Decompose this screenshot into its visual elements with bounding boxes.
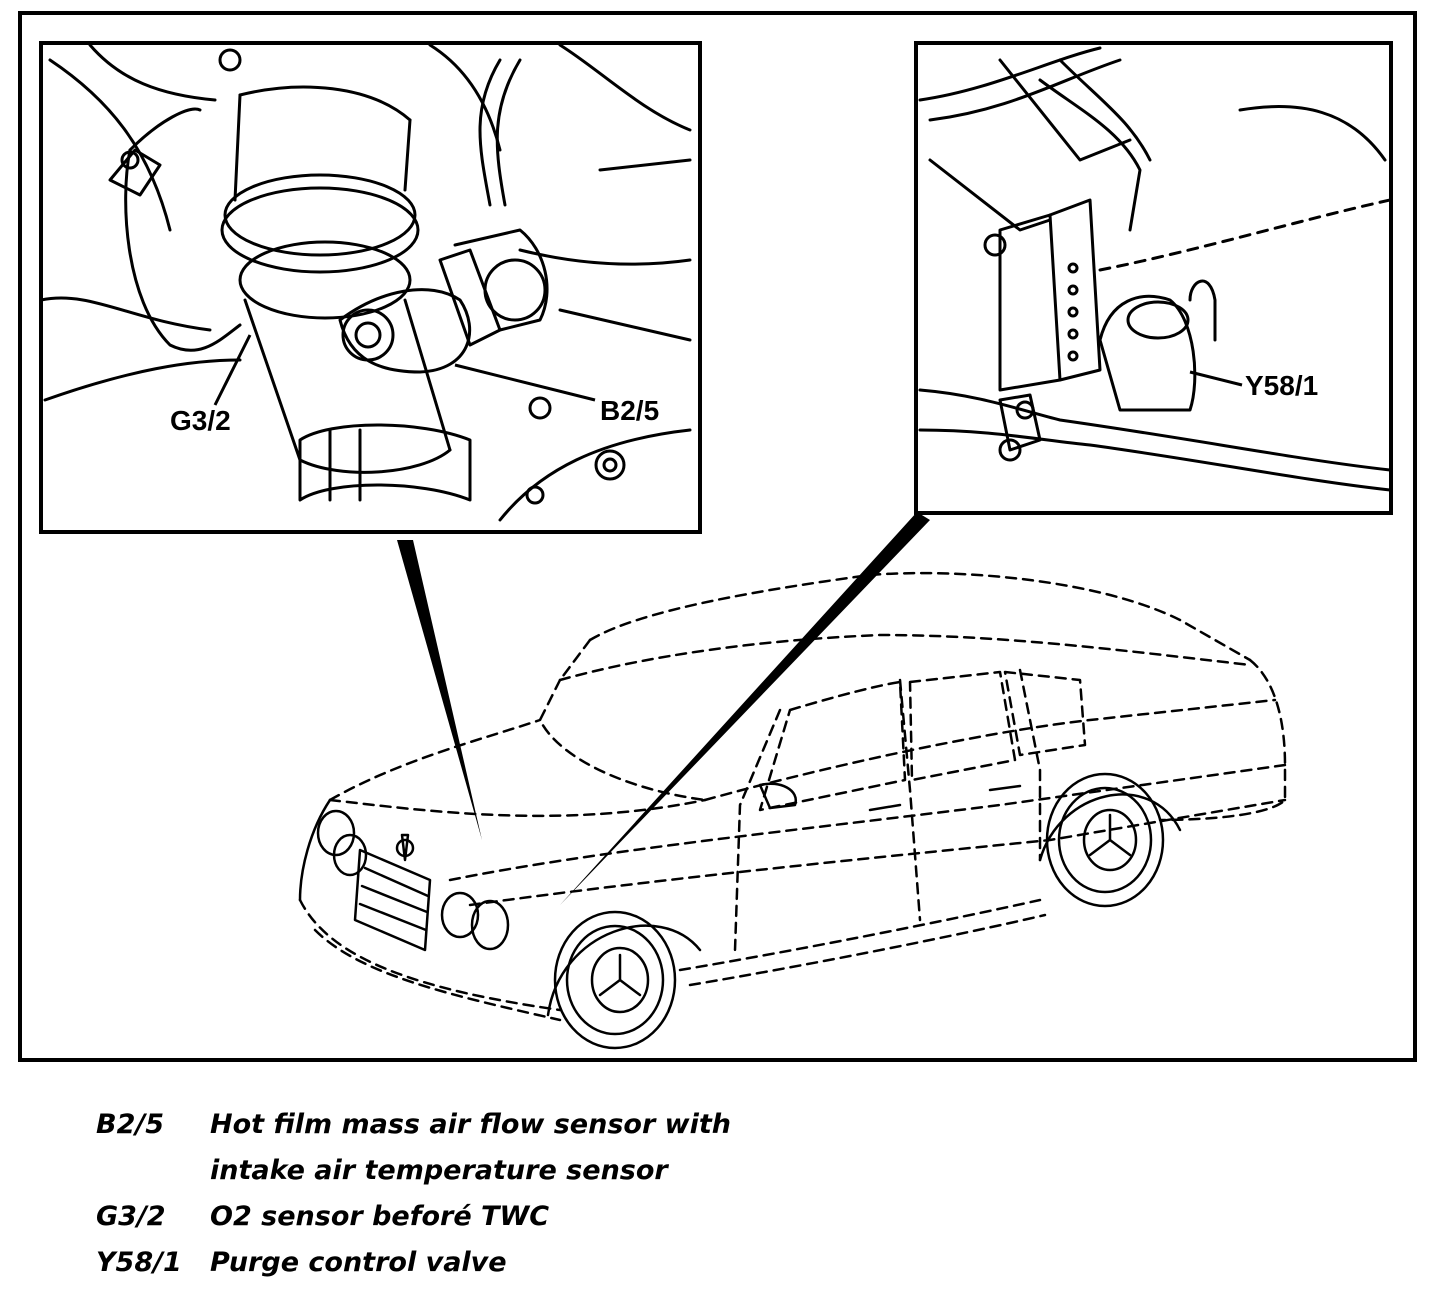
legend-row-b2-5: B2/5 Hot film mass air flow sensor with	[96, 1102, 1096, 1148]
component-location-diagram: G3/2 B2/5	[18, 11, 1417, 1062]
callout-g3-2: G3/2	[170, 405, 231, 436]
pointer-left	[397, 540, 482, 840]
legend-code-blank	[96, 1148, 210, 1194]
outer-frame	[18, 11, 1417, 1062]
legend: B2/5 Hot film mass air flow sensor with …	[96, 1102, 1096, 1286]
callout-b2-5: B2/5	[600, 395, 659, 426]
legend-row-b2-5-cont: intake air temperature sensor	[96, 1148, 1096, 1194]
pointer-right	[560, 512, 930, 905]
legend-code: B2/5	[96, 1109, 165, 1140]
legend-description: O2 sensor beforé TWC	[210, 1201, 550, 1232]
engine-bay-inset-right: Y58/1	[914, 41, 1393, 515]
legend-row-g3-2: G3/2 O2 sensor beforé TWC	[96, 1194, 1096, 1240]
legend-description: Hot film mass air flow sensor with	[210, 1109, 731, 1140]
legend-code: Y58/1	[96, 1247, 182, 1278]
legend-row-y58-1: Y58/1 Purge control valve	[96, 1240, 1096, 1286]
legend-description: Purge control valve	[210, 1247, 507, 1278]
engine-bay-inset-left: G3/2 B2/5	[39, 41, 702, 534]
callout-y58-1: Y58/1	[1245, 370, 1318, 401]
legend-code: G3/2	[96, 1201, 166, 1232]
car-illustration	[298, 571, 1287, 1050]
legend-description: intake air temperature sensor	[210, 1155, 668, 1186]
